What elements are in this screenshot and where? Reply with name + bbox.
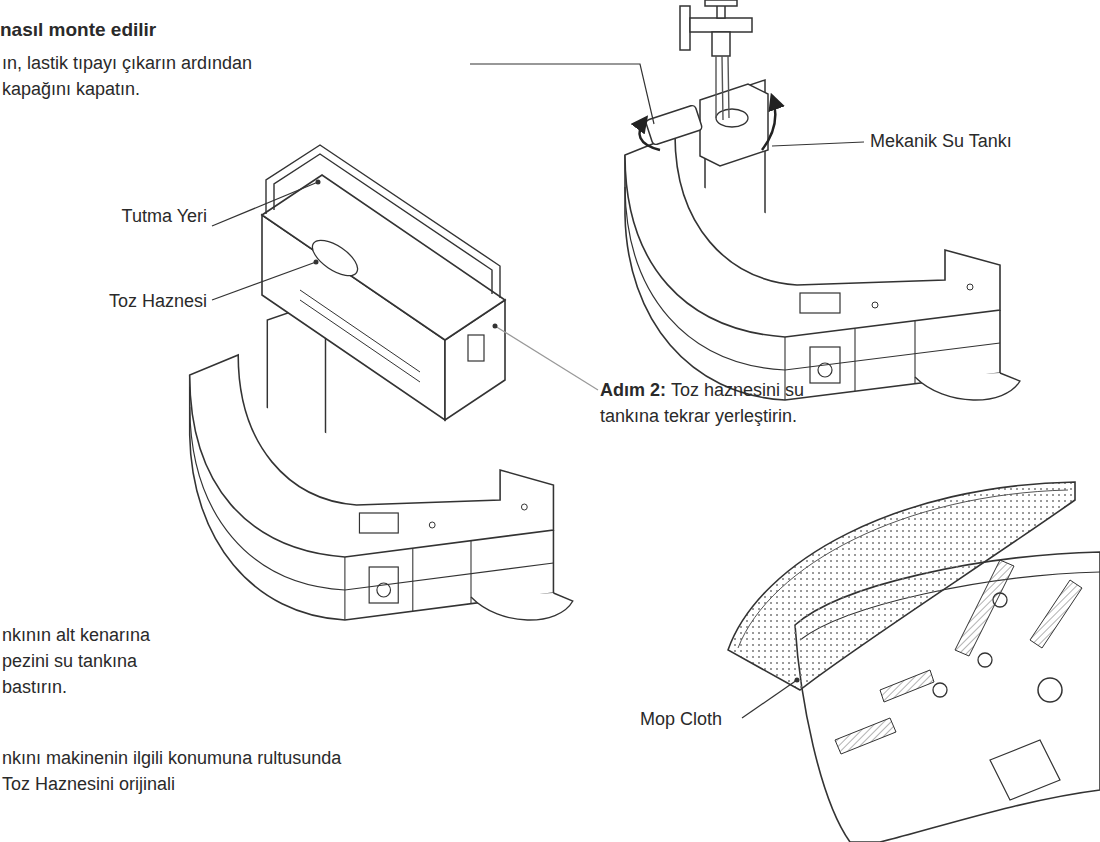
mechanical-water-tank [625,80,1020,400]
mop-pad [835,718,896,754]
open-arrow [640,118,660,150]
instruction-text: ın, lastik tıpayı çıkarın ardından kapağ… [2,50,302,102]
mop-cloth-seam [738,490,1068,648]
leader-line [772,142,864,146]
dust-box-top [262,175,505,340]
leader-dot [493,324,498,329]
step-number: Adım 2: [600,380,666,400]
faucet-handle [705,0,737,6]
rubber-stopper-lid [645,105,702,146]
mop-cloth [728,482,1075,690]
leader-line [742,680,797,718]
instruction-text: nkını makinenin ilgili konumuna rultusun… [2,745,362,797]
leader-dot [314,260,319,265]
underside-hole [993,593,1007,607]
dust-box-seam [300,290,420,382]
mop-pad [880,670,934,702]
faucet-pipe [690,18,752,32]
step-callout: Adım 2:Toz haznesini su tankına tekrar y… [600,377,815,429]
leader-line [212,182,318,226]
faucet-spout [712,32,730,56]
leader-line [470,64,654,124]
underside-hole [933,683,947,697]
underside-valve [1038,678,1062,702]
section-heading: nasıl monte edilir [0,17,156,43]
leader-line [495,326,598,390]
part-label: Mekanik Su Tankı [870,128,1012,154]
faucet-wall-plate [680,6,690,50]
leader-dot [316,180,321,185]
leader-line [212,262,316,300]
underside-bracket [990,740,1060,800]
underside-hole [978,653,992,667]
part-label: Toz Haznesi [95,288,207,314]
water-inlet-tower [700,84,768,166]
water-inlet [716,109,748,127]
mop-pad [1030,580,1082,648]
dust-box-latch [468,335,484,361]
leader-dot [795,678,800,683]
part-label: Tutma Yeri [95,203,207,229]
water-stream [716,56,729,120]
part-label: Mop Cloth [640,706,722,732]
instruction-text: nkının alt kenarına pezini su tankına ba… [2,622,202,700]
dust-box-handle [266,145,500,298]
open-arrow [762,96,775,150]
dust-box-opening [307,234,364,283]
